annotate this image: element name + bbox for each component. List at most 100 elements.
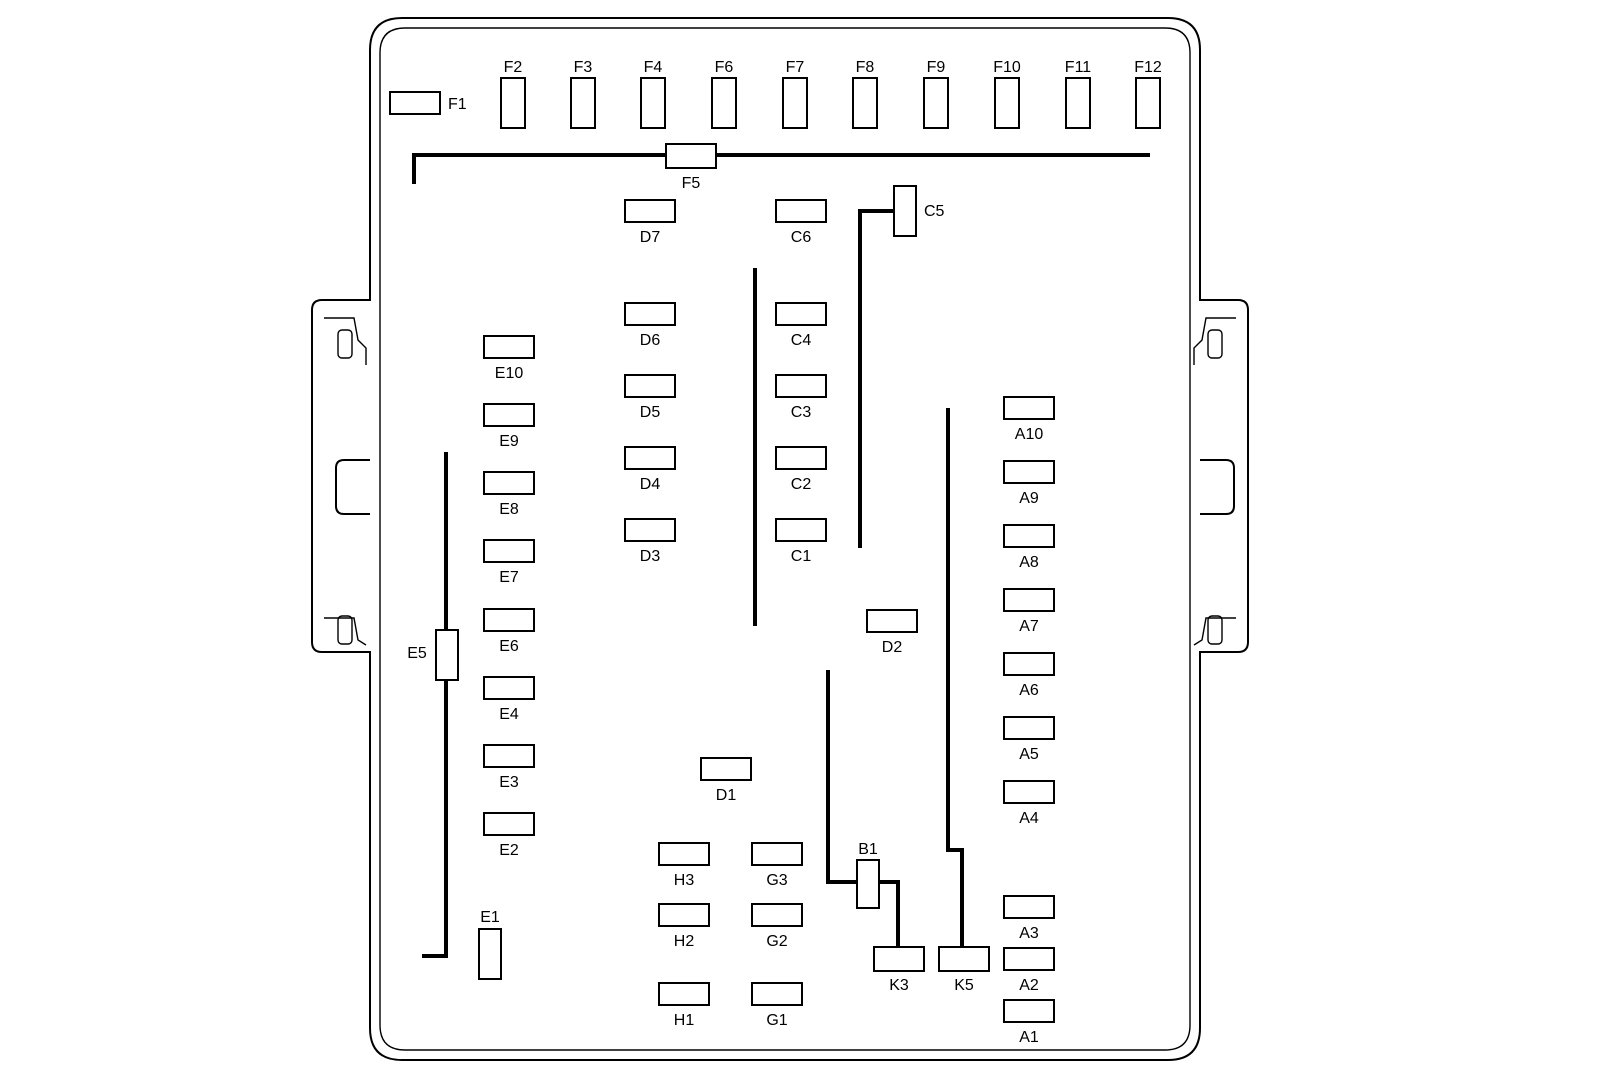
fuse-F4[interactable]: F4 (640, 59, 666, 129)
fuse-F12[interactable]: F12 (1134, 59, 1162, 129)
fuse-C2[interactable]: C2 (775, 446, 827, 493)
relay-K3[interactable]: K3 (873, 946, 925, 994)
svg-text:D1: D1 (716, 787, 737, 804)
svg-text:E9: E9 (499, 433, 519, 450)
svg-text:H3: H3 (674, 872, 695, 889)
fuse-G1[interactable]: G1 (751, 982, 803, 1029)
fuse-G2[interactable]: G2 (751, 903, 803, 950)
svg-text:E7: E7 (499, 569, 519, 586)
svg-text:G3: G3 (766, 872, 787, 889)
svg-text:C2: C2 (791, 476, 812, 493)
fuse-B1[interactable]: B1 (856, 841, 880, 909)
svg-text:C6: C6 (791, 229, 812, 246)
svg-text:F8: F8 (856, 59, 875, 76)
fuse-E5[interactable]: E5 (407, 629, 459, 681)
fuse-D1[interactable]: D1 (700, 757, 752, 804)
fuse-H2[interactable]: H2 (658, 903, 710, 950)
svg-text:A6: A6 (1019, 682, 1039, 699)
fuse-E7[interactable]: E7 (483, 539, 535, 586)
fuse-F9[interactable]: F9 (923, 59, 949, 129)
tab-left (335, 459, 370, 515)
fuse-A4[interactable]: A4 (1003, 780, 1055, 827)
fuse-E8[interactable]: E8 (483, 471, 535, 518)
svg-text:C3: C3 (791, 404, 812, 421)
svg-text:A4: A4 (1019, 810, 1039, 827)
svg-text:A8: A8 (1019, 554, 1039, 571)
clip-left-lower (324, 615, 367, 646)
fuse-A9[interactable]: A9 (1003, 460, 1055, 507)
fuse-H1[interactable]: H1 (658, 982, 710, 1029)
fuse-E4[interactable]: E4 (483, 676, 535, 723)
svg-text:K5: K5 (954, 977, 974, 994)
fuse-E6[interactable]: E6 (483, 608, 535, 655)
fuse-A10[interactable]: A10 (1003, 396, 1055, 443)
fuse-F6[interactable]: F6 (711, 59, 737, 129)
fuse-C4[interactable]: C4 (775, 302, 827, 349)
fuse-F11[interactable]: F11 (1065, 59, 1091, 129)
fuse-E10[interactable]: E10 (483, 335, 535, 382)
bus-bar-left (422, 452, 448, 958)
fuse-A1[interactable]: A1 (1003, 999, 1055, 1046)
fuse-D7[interactable]: D7 (624, 199, 676, 246)
svg-text:G2: G2 (766, 933, 787, 950)
fuse-F8[interactable]: F8 (852, 59, 878, 129)
fuse-F1[interactable]: F1 (389, 91, 467, 115)
svg-text:E10: E10 (495, 365, 524, 382)
fuse-A3[interactable]: A3 (1003, 895, 1055, 942)
svg-text:A1: A1 (1019, 1029, 1039, 1046)
svg-text:H1: H1 (674, 1012, 695, 1029)
svg-text:D2: D2 (882, 639, 903, 656)
fuse-H3[interactable]: H3 (658, 842, 710, 889)
clip-left-upper (324, 317, 367, 365)
fuse-D3[interactable]: D3 (624, 518, 676, 565)
fuse-A5[interactable]: A5 (1003, 716, 1055, 763)
fuse-D5[interactable]: D5 (624, 374, 676, 421)
fuse-D2[interactable]: D2 (866, 609, 918, 656)
svg-text:C1: C1 (791, 548, 812, 565)
svg-text:D6: D6 (640, 332, 661, 349)
fuse-G3[interactable]: G3 (751, 842, 803, 889)
svg-text:E1: E1 (480, 909, 500, 926)
fuse-A2[interactable]: A2 (1003, 947, 1055, 994)
svg-text:F7: F7 (786, 59, 805, 76)
fuse-F2[interactable]: F2 (500, 59, 526, 129)
clip-right-upper (1193, 317, 1236, 365)
svg-text:A10: A10 (1015, 426, 1044, 443)
fuse-F5[interactable]: F5 (665, 143, 717, 192)
svg-text:D3: D3 (640, 548, 661, 565)
fuse-A7[interactable]: A7 (1003, 588, 1055, 635)
housing-outline (311, 17, 1249, 1061)
fuse-F7[interactable]: F7 (782, 59, 808, 129)
fuse-C6[interactable]: C6 (775, 199, 827, 246)
svg-text:E4: E4 (499, 706, 519, 723)
fuse-F10[interactable]: F10 (993, 59, 1021, 129)
svg-text:D7: D7 (640, 229, 661, 246)
fuse-A8[interactable]: A8 (1003, 524, 1055, 571)
svg-text:E8: E8 (499, 501, 519, 518)
svg-text:F2: F2 (504, 59, 523, 76)
svg-text:A2: A2 (1019, 977, 1039, 994)
svg-text:F9: F9 (927, 59, 946, 76)
svg-text:C5: C5 (924, 203, 945, 220)
svg-text:F4: F4 (644, 59, 663, 76)
fuse-F3[interactable]: F3 (570, 59, 596, 129)
svg-text:B1: B1 (858, 841, 878, 858)
svg-text:E6: E6 (499, 638, 519, 655)
svg-text:D4: D4 (640, 476, 661, 493)
fuse-E9[interactable]: E9 (483, 403, 535, 450)
fuse-C1[interactable]: C1 (775, 518, 827, 565)
svg-text:D5: D5 (640, 404, 661, 421)
relay-K5[interactable]: K5 (938, 946, 990, 994)
fuse-C5[interactable]: C5 (893, 185, 945, 237)
fuse-E2[interactable]: E2 (483, 812, 535, 859)
fuse-D6[interactable]: D6 (624, 302, 676, 349)
svg-text:C4: C4 (791, 332, 812, 349)
fuse-E1[interactable]: E1 (478, 909, 502, 980)
fuse-C3[interactable]: C3 (775, 374, 827, 421)
fuse-A6[interactable]: A6 (1003, 652, 1055, 699)
svg-text:A7: A7 (1019, 618, 1039, 635)
fuse-E3[interactable]: E3 (483, 744, 535, 791)
svg-text:A5: A5 (1019, 746, 1039, 763)
fuse-D4[interactable]: D4 (624, 446, 676, 493)
